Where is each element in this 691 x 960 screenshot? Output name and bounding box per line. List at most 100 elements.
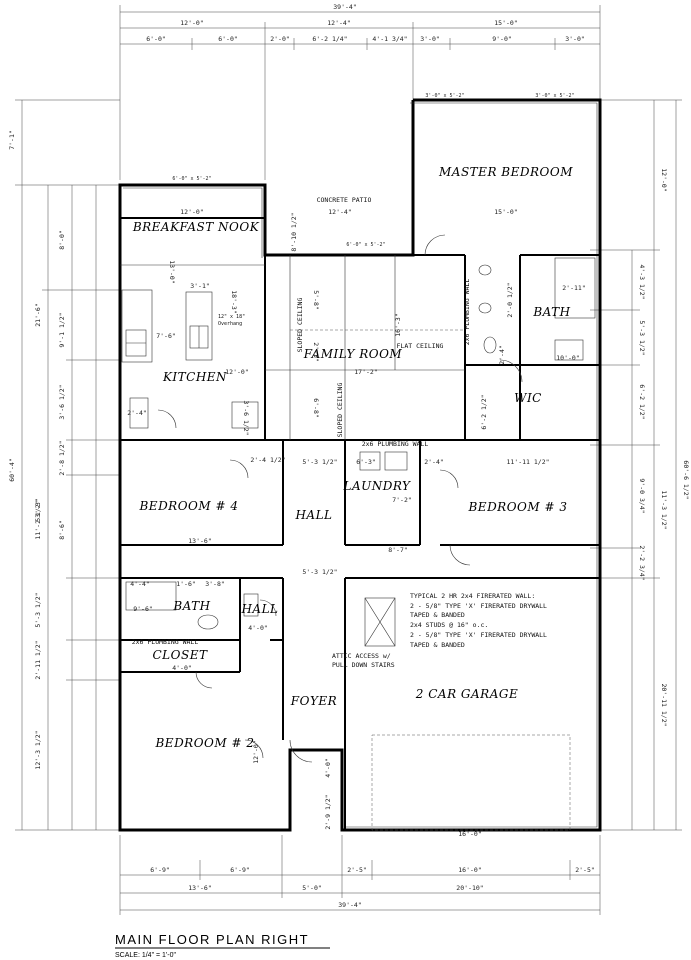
dim-bath-1: 2'-11" [562, 284, 585, 292]
dim-top-sub-5: 4'-1 3/4" [372, 35, 407, 43]
dim-right-b1: 12'-0" [660, 168, 668, 191]
dim-laundry-1: 6'-3" [356, 458, 376, 466]
dim-left-a5: 2'-8 1/2" [58, 440, 66, 475]
note-plumbing-wall-3: 2x6 PLUMBING WALL [132, 638, 199, 646]
dim-bottom-sub-5: 2'-5" [575, 866, 595, 874]
plan-title: MAIN FLOOR PLAN RIGHT [115, 932, 309, 947]
interior-walls [120, 217, 600, 830]
dim-top-sub-3: 2'-0" [270, 35, 290, 43]
dim-left-a9: 2'-11 1/2" [34, 640, 42, 679]
dim-family-height: 16'-3" [394, 313, 402, 336]
dim-bottom-seg-c: 20'-10" [456, 884, 483, 892]
dim-kitchen-width: 12'-0" [225, 368, 248, 376]
dim-bedroom-3-width: 11'-11 1/2" [506, 458, 549, 466]
note-firewall-2: 2 - 5/8" TYPE 'X' FIRERATED DRYWALL [410, 602, 547, 610]
note-attic-1: ATTIC ACCESS w/ [332, 652, 391, 660]
door-swings [157, 234, 523, 763]
dim-kitchen-height: 13'-0" [168, 260, 176, 283]
dim-bath-3: 2'-4" [498, 345, 506, 365]
dim-bottom-overall: 39'-4" [338, 901, 361, 909]
dim-nook-width: 12'-0" [180, 208, 203, 216]
dim-top-seg-b: 12'-4" [327, 19, 350, 27]
dim-bottom-sub-4: 16'-0" [458, 866, 481, 874]
dim-window-c: 3'-0" x 5'-2" [535, 93, 574, 99]
dim-left-a3: 9'-1 1/2" [58, 312, 66, 347]
dim-family-3: 6'-8" [312, 398, 320, 418]
dim-foyer-2: 2'-9 1/2" [324, 794, 332, 829]
dim-bath2-1: 4'-4" [130, 580, 150, 588]
room-wic: WIC [514, 391, 542, 405]
dim-hall-1: 5'-3 1/2" [302, 458, 337, 466]
room-master-bath: BATH [532, 305, 570, 319]
dim-top-sub-2: 6'-0" [218, 35, 238, 43]
master-bath-fixtures [359, 257, 596, 471]
note-firewall-3: TAPED & BANDED [410, 611, 465, 619]
ceiling-lines [120, 255, 465, 440]
dim-left-top: 7'-1" [8, 130, 16, 150]
room-garage: 2 CAR GARAGE [415, 687, 518, 701]
dim-right-overall: 60'-6 1/2" [682, 460, 690, 499]
room-foyer: FOYER [290, 694, 337, 708]
dim-top-sub-7: 9'-0" [492, 35, 512, 43]
dim-wic-height: 6'-2 1/2" [480, 394, 488, 429]
note-attic-2: PULL DOWN STAIRS [332, 661, 395, 669]
dim-family-2: 2'-3" [312, 342, 320, 362]
note-sloped-ceiling-1: SLOPED CEILING [296, 298, 304, 353]
dim-bedroom-2-height: 12'-0" [252, 740, 260, 763]
dim-patio-width: 12'-4" [328, 208, 351, 216]
dim-bath-2: 10'-0" [556, 354, 579, 362]
dim-hall-3: 5'-3 1/2" [302, 568, 337, 576]
left-dimension-lines [15, 99, 120, 831]
garage-detail [364, 597, 571, 831]
dim-garage-width: 16'-0" [458, 830, 481, 838]
dim-left-a4: 3'-6 1/2" [58, 384, 66, 419]
dim-bottom-sub-2: 6'-9" [230, 866, 250, 874]
note-flat-ceiling: FLAT CEILING [397, 342, 444, 350]
dim-family-width: 17'-2" [354, 368, 377, 376]
note-concrete-patio: CONCRETE PATIO [317, 196, 372, 204]
dim-right-b5: 9'-0 3/4" [638, 478, 646, 513]
note-sloped-ceiling-2: SLOPED CEILING [336, 383, 344, 438]
dim-bottom-seg-a: 13'-6" [188, 884, 211, 892]
note-bar-overhang-1: 12" x 18" [218, 314, 245, 320]
dim-right-b7: 2'-2 3/4" [638, 545, 646, 580]
dim-top-sub-8: 3'-0" [565, 35, 585, 43]
dim-right-b4: 6'-2 1/2" [638, 384, 646, 419]
top-dimension-lines [119, 5, 601, 180]
note-firewall-5: 2 - 5/8" TYPE 'X' FIRERATED DRYWALL [410, 631, 547, 639]
dim-top-sub-1: 6'-0" [146, 35, 166, 43]
note-firewall-6: TAPED & BANDED [410, 641, 465, 649]
room-master-bedroom: MASTER BEDROOM [438, 165, 573, 179]
dim-island-height: 18'-3" [230, 290, 238, 313]
dim-right-b6: 11'-3 1/2" [660, 490, 668, 529]
dim-top-sub-6: 3'-0" [420, 35, 440, 43]
note-plumbing-wall-2: 2x6 PLUMBING WALL [362, 440, 429, 448]
dim-left-seg-a: 53'-3" [34, 498, 42, 521]
dim-hall-5: 4'-0" [248, 624, 268, 632]
dim-bath2-2: 1'-6" [176, 580, 196, 588]
dim-master-width: 15'-0" [494, 208, 517, 216]
dim-hall-4: 8'-7" [388, 546, 408, 554]
dim-left-a2: 21'-6" [34, 303, 42, 326]
dim-right-b3: 5'-3 1/2" [638, 320, 646, 355]
dim-top-seg-a: 12'-0" [180, 19, 203, 27]
dim-right-b8: 20'-11 1/2" [660, 683, 668, 726]
room-breakfast-nook: BREAKFAST NOOK [132, 220, 260, 234]
room-kitchen: KITCHEN [162, 370, 227, 384]
note-bar-overhang-2: Overhang [218, 321, 242, 327]
dim-right-b2: 4'-3 1/2" [638, 264, 646, 299]
note-plumbing-wall-1: 2x6 PLUMBING WALL [463, 279, 471, 346]
note-firewall-4: 2x4 STUDS @ 16" o.c. [410, 621, 488, 629]
room-bedroom-2: BEDROOM # 2 [154, 736, 254, 750]
dim-left-overall: 60'-4" [8, 458, 16, 481]
dim-left-a10: 12'-3 1/2" [34, 730, 42, 769]
dim-hall-2: 2'-4 1/2" [250, 456, 285, 464]
dim-left-a7: 8'-6" [58, 520, 66, 540]
bottom-dimension-lines [119, 835, 601, 915]
dim-foyer-height: 4'-0" [324, 758, 332, 778]
dim-left-a8: 5'-3 1/2" [34, 592, 42, 627]
room-family-room: FAMILY ROOM [303, 347, 403, 361]
dim-bottom-seg-b: 5'-0" [302, 884, 322, 892]
room-bedroom-4: BEDROOM # 4 [138, 499, 238, 513]
